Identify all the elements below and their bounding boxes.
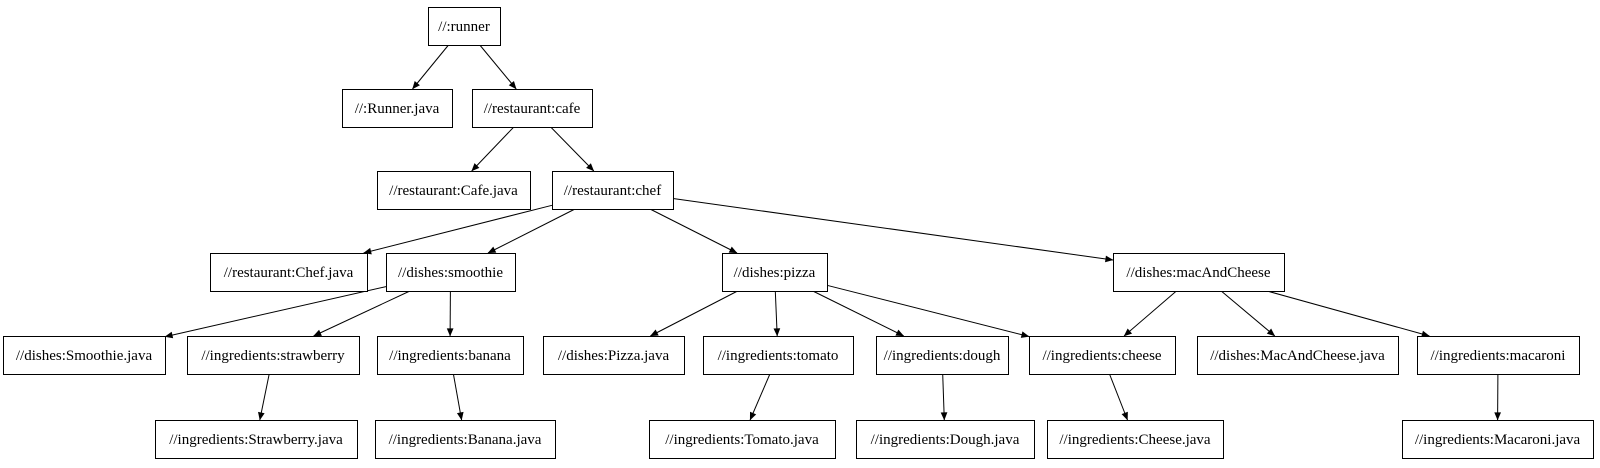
node-label-tomato: //ingredients:tomato <box>718 348 839 364</box>
node-box-strawberry <box>187 336 360 375</box>
node-label-strawberry: //ingredients:strawberry <box>201 348 345 364</box>
node-box-banana <box>377 336 524 375</box>
node-box-dough_java <box>856 420 1035 459</box>
edge-runner-to-cafe <box>479 44 517 90</box>
edge-pizza-to-dough <box>812 290 905 337</box>
edge-dough-to-dough_java <box>940 373 948 421</box>
node-box-mac_and_cheese_java <box>1197 336 1399 375</box>
edge-smoothie-to-strawberry <box>313 290 411 337</box>
node-label-mac_and_cheese: //dishes:macAndCheese <box>1126 265 1270 281</box>
edge-chef-to-smoothie <box>487 208 576 254</box>
node-mac_and_cheese: //dishes:macAndCheese <box>1113 253 1285 292</box>
node-label-cafe: //restaurant:cafe <box>484 101 581 117</box>
node-label-cafe_java: //restaurant:Cafe.java <box>389 183 518 199</box>
node-label-dough_java: //ingredients:Dough.java <box>871 432 1020 448</box>
node-dough_java: //ingredients:Dough.java <box>856 420 1035 459</box>
edge-chef-to-pizza <box>649 208 738 254</box>
node-runner_java: //:Runner.java <box>342 89 453 128</box>
edge-cheese-to-cheese_java <box>1109 373 1128 421</box>
node-box-runner <box>428 7 501 46</box>
node-box-chef_java <box>210 253 368 292</box>
edge-layer <box>164 44 1502 421</box>
node-box-banana_java <box>375 420 556 459</box>
edge-tomato-to-tomato_java <box>749 373 771 421</box>
node-box-cafe_java <box>377 171 531 210</box>
node-banana: //ingredients:banana <box>377 336 524 375</box>
node-chef: //restaurant:chef <box>552 171 674 210</box>
node-label-dough: //ingredients:dough <box>884 348 1001 364</box>
node-label-macaroni: //ingredients:macaroni <box>1431 348 1566 364</box>
node-box-smoothie_java <box>3 336 166 375</box>
node-box-tomato_java <box>649 420 836 459</box>
node-label-runner: //:runner <box>438 19 490 35</box>
node-box-pizza_java <box>543 336 685 375</box>
edge-mac_and_cheese-to-macaroni <box>1266 290 1430 338</box>
node-label-chef: //restaurant:chef <box>564 183 661 199</box>
node-label-pizza_java: //dishes:Pizza.java <box>558 348 670 364</box>
edge-pizza-to-cheese <box>826 284 1030 338</box>
edge-strawberry-to-strawberry_java <box>258 373 270 421</box>
node-label-macaroni_java: //ingredients:Macaroni.java <box>1415 432 1581 448</box>
node-label-cheese: //ingredients:cheese <box>1042 348 1161 364</box>
node-label-pizza: //dishes:pizza <box>734 265 816 281</box>
edge-pizza-to-tomato <box>773 290 781 337</box>
node-chef_java: //restaurant:Chef.java <box>210 253 368 292</box>
node-label-smoothie_java: //dishes:Smoothie.java <box>16 348 153 364</box>
node-pizza_java: //dishes:Pizza.java <box>543 336 685 375</box>
edge-chef-to-mac_and_cheese <box>672 198 1114 263</box>
node-box-runner_java <box>342 89 453 128</box>
node-macaroni: //ingredients:macaroni <box>1417 336 1580 375</box>
node-box-macaroni_java <box>1402 420 1594 459</box>
node-label-smoothie: //dishes:smoothie <box>398 265 503 281</box>
node-label-banana: //ingredients:banana <box>389 348 511 364</box>
node-macaroni_java: //ingredients:Macaroni.java <box>1402 420 1594 459</box>
edge-cafe-to-cafe_java <box>471 126 515 172</box>
node-label-chef_java: //restaurant:Chef.java <box>224 265 354 281</box>
node-box-smoothie <box>386 253 516 292</box>
node-dough: //ingredients:dough <box>876 336 1009 375</box>
edge-runner-to-runner_java <box>412 44 449 90</box>
edge-pizza-to-pizza_java <box>650 290 738 337</box>
node-label-cheese_java: //ingredients:Cheese.java <box>1059 432 1211 448</box>
edge-smoothie-to-smoothie_java <box>164 286 387 339</box>
node-box-chef <box>552 171 674 210</box>
node-box-pizza <box>722 253 828 292</box>
node-box-cheese <box>1029 336 1176 375</box>
node-runner: //:runner <box>428 7 501 46</box>
node-box-cafe <box>472 89 593 128</box>
node-label-mac_and_cheese_java: //dishes:MacAndCheese.java <box>1210 348 1385 364</box>
node-box-macaroni <box>1417 336 1580 375</box>
edge-banana-to-banana_java <box>452 373 464 421</box>
node-mac_and_cheese_java: //dishes:MacAndCheese.java <box>1197 336 1399 375</box>
node-cheese_java: //ingredients:Cheese.java <box>1047 420 1224 459</box>
node-label-strawberry_java: //ingredients:Strawberry.java <box>169 432 343 448</box>
node-box-dough <box>876 336 1009 375</box>
node-label-tomato_java: //ingredients:Tomato.java <box>665 432 819 448</box>
node-box-mac_and_cheese <box>1113 253 1285 292</box>
node-strawberry: //ingredients:strawberry <box>187 336 360 375</box>
edge-mac_and_cheese-to-mac_and_cheese_java <box>1220 290 1276 337</box>
node-strawberry_java: //ingredients:Strawberry.java <box>155 420 358 459</box>
node-layer: //:runner //:Runner.java //restaurant:cafe… <box>3 7 1594 459</box>
node-banana_java: //ingredients:Banana.java <box>375 420 556 459</box>
node-cafe: //restaurant:cafe <box>472 89 593 128</box>
node-tomato: //ingredients:tomato <box>703 336 854 375</box>
node-pizza: //dishes:pizza <box>722 253 828 292</box>
edge-mac_and_cheese-to-cheese <box>1123 290 1177 337</box>
node-tomato_java: //ingredients:Tomato.java <box>649 420 836 459</box>
node-cheese: //ingredients:cheese <box>1029 336 1176 375</box>
node-smoothie: //dishes:smoothie <box>386 253 516 292</box>
edge-cafe-to-chef <box>550 126 595 172</box>
node-label-runner_java: //:Runner.java <box>355 101 440 117</box>
node-smoothie_java: //dishes:Smoothie.java <box>3 336 166 375</box>
node-box-strawberry_java <box>155 420 358 459</box>
node-box-cheese_java <box>1047 420 1224 459</box>
node-label-banana_java: //ingredients:Banana.java <box>389 432 542 448</box>
node-cafe_java: //restaurant:Cafe.java <box>377 171 531 210</box>
node-box-tomato <box>703 336 854 375</box>
edge-chef-to-chef_java <box>363 204 553 255</box>
